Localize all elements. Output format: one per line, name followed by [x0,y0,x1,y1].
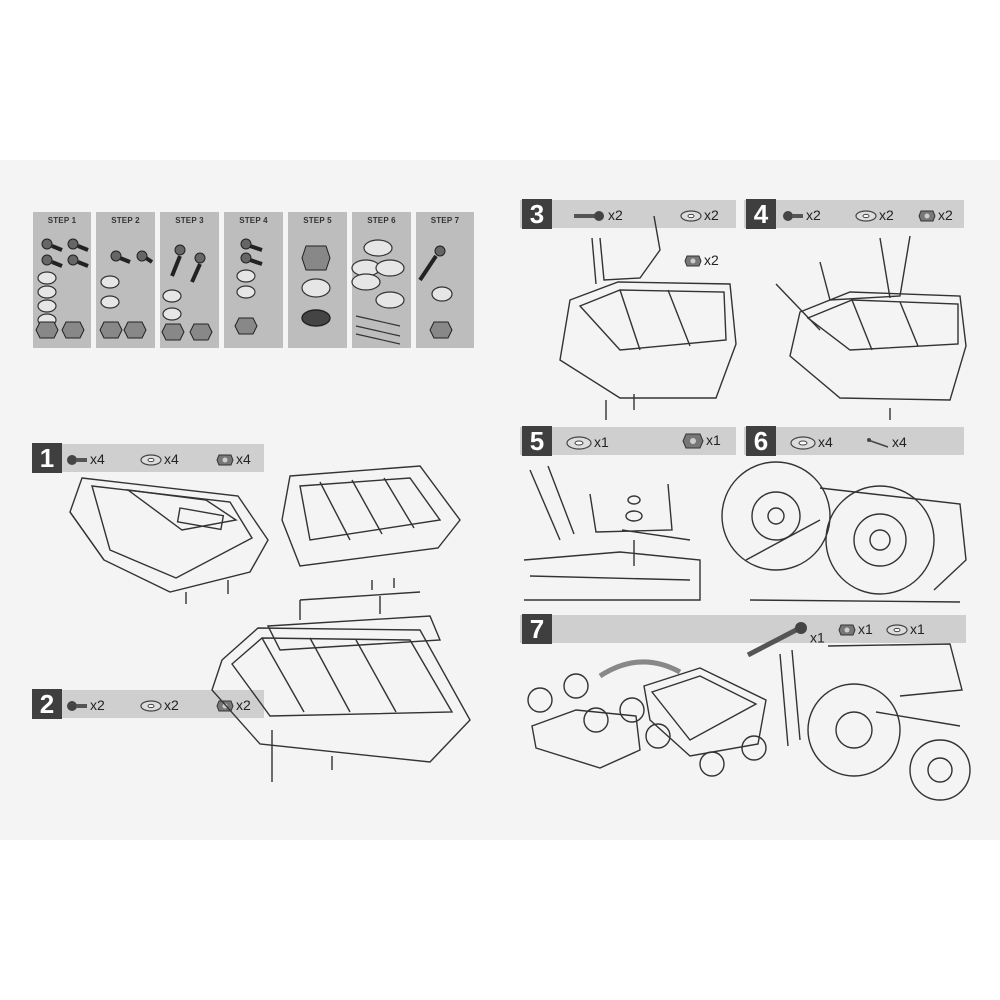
step-6-part-washer: x4 [790,434,833,450]
part-qty: x2 [608,207,623,223]
step-5-drawing [523,465,701,601]
nut-icon [838,624,856,636]
washer-icon [855,210,877,222]
nut-icon [684,255,702,267]
washer-icon [566,436,592,450]
hardware-panel-label: STEP 5 [303,216,332,225]
step-2-part-bolt: x2 [66,697,105,713]
part-qty: x4 [236,451,251,467]
part-qty: x2 [704,207,719,223]
step-4-part-nut: x2 [918,207,953,223]
part-qty: x1 [810,629,825,646]
washer-icon [886,624,908,636]
step-2-part-washer: x2 [140,697,179,713]
step-7-drawing [527,643,971,801]
step-2-number: 2 [32,689,62,719]
step-1-drawing [69,465,461,604]
step-6-number: 6 [746,426,776,456]
step-5-part-nut: x1 [682,432,721,450]
step-6-part-pin: x4 [866,434,907,450]
step-1-part-nut: x4 [216,451,251,467]
step-6-drawing [721,461,967,603]
washer-icon [680,210,702,222]
long-bolt-icon [746,622,807,657]
part-qty: x1 [706,432,721,448]
part-qty: x4 [164,451,179,467]
step-1-number: 1 [32,443,62,473]
step-2-drawing [211,591,471,782]
nut-icon [918,210,936,222]
part-qty: x2 [164,697,179,713]
part-qty: x4 [892,434,907,450]
part-qty: x2 [704,252,719,268]
step-4-number: 4 [746,199,776,229]
step-5-number: 5 [522,426,552,456]
step-7-part-nut: x1 [838,621,873,637]
pin-icon [867,438,889,449]
step-4-part-bolt: x2 [782,207,821,223]
step-1-part-washer: x4 [140,451,179,467]
hardware-strip-parts [35,238,453,345]
part-qty: x1 [594,434,609,450]
step-4-drawing [775,235,967,420]
hardware-panel-label: STEP 7 [430,216,460,225]
hardware-panel-label: STEP 1 [47,216,77,225]
nut-icon [216,454,234,466]
step-3-drawing [559,215,737,420]
washer-icon [140,700,162,712]
hardware-panel-label: STEP 4 [239,216,268,225]
washer-icon [140,454,162,466]
step-1-part-bolt: x4 [66,451,105,467]
part-qty: x1 [858,621,873,637]
step-5-part-washer: x1 [566,434,609,450]
step-3-number: 3 [522,199,552,229]
nut-icon [682,433,704,449]
hardware-panel-label: STEP 2 [111,216,140,225]
step-7-part-long-bolt: x1 [746,621,825,657]
step-3-part-washer: x2 [680,207,719,223]
hardware-panel-label: STEP 6 [367,216,396,225]
step-7-number: 7 [522,614,552,644]
part-qty: x2 [879,207,894,223]
part-qty: x1 [910,621,925,637]
bolt-icon [574,211,604,222]
washer-icon [790,436,816,450]
bolt-icon [783,211,803,222]
part-qty: x2 [806,207,821,223]
step-4-part-washer: x2 [855,207,894,223]
part-qty: x2 [938,207,953,223]
step-3-part-bolt: x2 [574,207,623,223]
part-qty: x4 [90,451,105,467]
hardware-panel-label: STEP 3 [175,216,204,225]
step-3-part-nut: x2 [684,252,719,268]
bolt-icon [67,455,87,466]
bolt-icon [67,701,87,712]
part-qty: x2 [90,697,105,713]
part-qty: x4 [818,434,833,450]
step-6-header [744,427,964,455]
step-7-part-washer: x1 [886,621,925,637]
part-qty: x2 [236,697,251,713]
